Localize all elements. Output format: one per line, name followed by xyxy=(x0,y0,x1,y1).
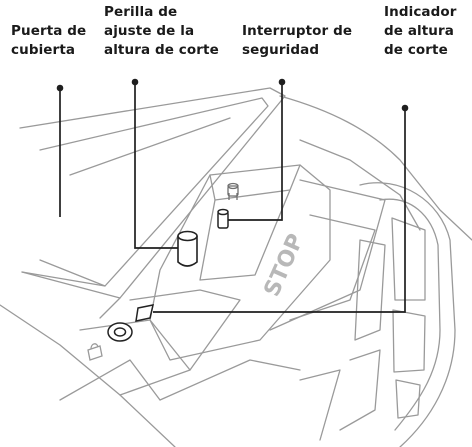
leader-height-indicator xyxy=(153,108,406,313)
deck-door-inner xyxy=(39,97,269,287)
callout-safety-switch-line-2: seguridad xyxy=(242,42,320,58)
callout-height-indicator: Indicador de altura de corte xyxy=(384,3,457,60)
stop-label: STOP xyxy=(260,230,310,300)
callout-height-indicator-line-3: de corte xyxy=(384,42,448,58)
height-indicator-icon xyxy=(135,304,154,322)
callout-safety-switch-line-1: Interruptor de xyxy=(242,23,353,39)
mower-body-outline xyxy=(0,304,176,447)
small-lock-icon xyxy=(87,343,103,361)
control-panel xyxy=(149,164,331,361)
height-knob-icon xyxy=(177,230,198,267)
callout-deck-door-line-2: cubierta xyxy=(11,42,76,58)
leader-dots xyxy=(56,78,409,112)
leader-height-knob xyxy=(134,82,178,249)
callout-height-knob-line-1: Perilla de xyxy=(104,4,178,20)
callout-height-indicator-line-1: Indicador xyxy=(384,4,457,20)
safety-switch-housing xyxy=(227,182,239,200)
round-button-icon xyxy=(107,322,133,342)
deck-door-outline xyxy=(19,87,286,299)
callout-height-knob-line-2: ajuste de la xyxy=(104,23,195,39)
callout-height-knob-line-3: altura de corte xyxy=(104,42,219,58)
leader-safety-switch xyxy=(228,82,283,221)
callout-height-knob: Perilla de ajuste de la altura de corte xyxy=(104,3,219,60)
deck-door-edge xyxy=(21,271,121,319)
safety-switch-icon xyxy=(217,208,229,229)
callout-deck-door-line-1: Puerta de xyxy=(11,23,87,39)
callout-deck-door: Puerta de cubierta xyxy=(11,22,86,60)
callout-height-indicator-line-2: de altura xyxy=(384,23,454,39)
handle-frame xyxy=(359,182,456,447)
callout-safety-switch: Interruptor de seguridad xyxy=(242,22,352,60)
leader-lines xyxy=(59,82,406,313)
